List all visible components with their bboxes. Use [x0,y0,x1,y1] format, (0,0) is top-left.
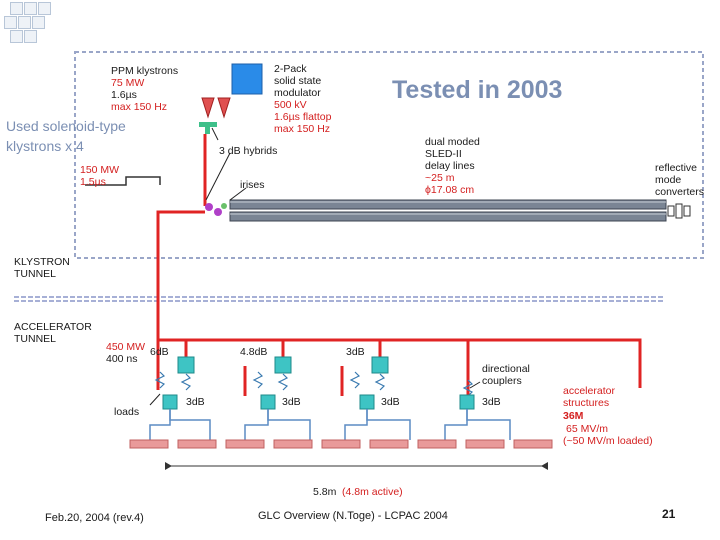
active-length-label: (4.8m active) [342,486,403,498]
pulse-150mw [85,176,161,186]
iris-3 [221,203,227,209]
structure-4 [273,439,313,449]
coupler-label-6db: 6dB [150,346,169,358]
hybrid-label-4: 3dB [482,396,501,408]
structure-1 [129,439,169,449]
hybrid-3db-2 [260,394,276,410]
used-solenoid-label: Used solenoid-type [6,118,126,134]
hybrid-label-2: 3dB [282,396,301,408]
hybrid-label-3: 3dB [381,396,400,408]
hybrid-3db-4 [459,394,475,410]
footer-title: GLC Overview (N.Toge) - LCPAC 2004 [258,510,448,522]
coupler-4-8db [274,356,292,374]
klystron-2 [217,97,231,119]
main-waveguide [156,210,205,340]
tested-region-box [74,51,704,259]
delay-line-lower [229,211,667,222]
loads-label: loads [114,406,140,418]
length-label: 5.8m [313,486,337,498]
klystrons-x4-label: klystrons x 4 [6,138,84,154]
coupler-6db [177,356,195,374]
modulator-block [231,63,263,95]
structure-9 [513,439,553,449]
structure-6 [369,439,409,449]
hybrid-3db-1 [162,394,178,410]
iris-1 [205,203,213,211]
structure-3 [225,439,265,449]
coupler-label-3db: 3dB [346,346,365,358]
coupler-3db [371,356,389,374]
hybrid-label-1: 3dB [186,396,205,408]
structure-2 [177,439,217,449]
delay-line-upper [229,199,667,210]
irises-label: irises [240,179,265,191]
structure-7 [417,439,457,449]
corner-decoration [0,0,60,50]
footer-date: Feb.20, 2004 (rev.4) [45,512,144,524]
tested-banner: Tested in 2003 [392,76,563,104]
hybrid-3db-3 [359,394,375,410]
accelerator-feed [158,338,642,388]
iris-2 [214,208,222,216]
hybrids-label: 3 dB hybrids [219,145,278,157]
coupler-label-4-8db: 4.8dB [240,346,268,358]
page-number: 21 [662,507,676,521]
structure-8 [465,439,505,449]
klystron-1 [201,97,215,119]
structure-5 [321,439,361,449]
